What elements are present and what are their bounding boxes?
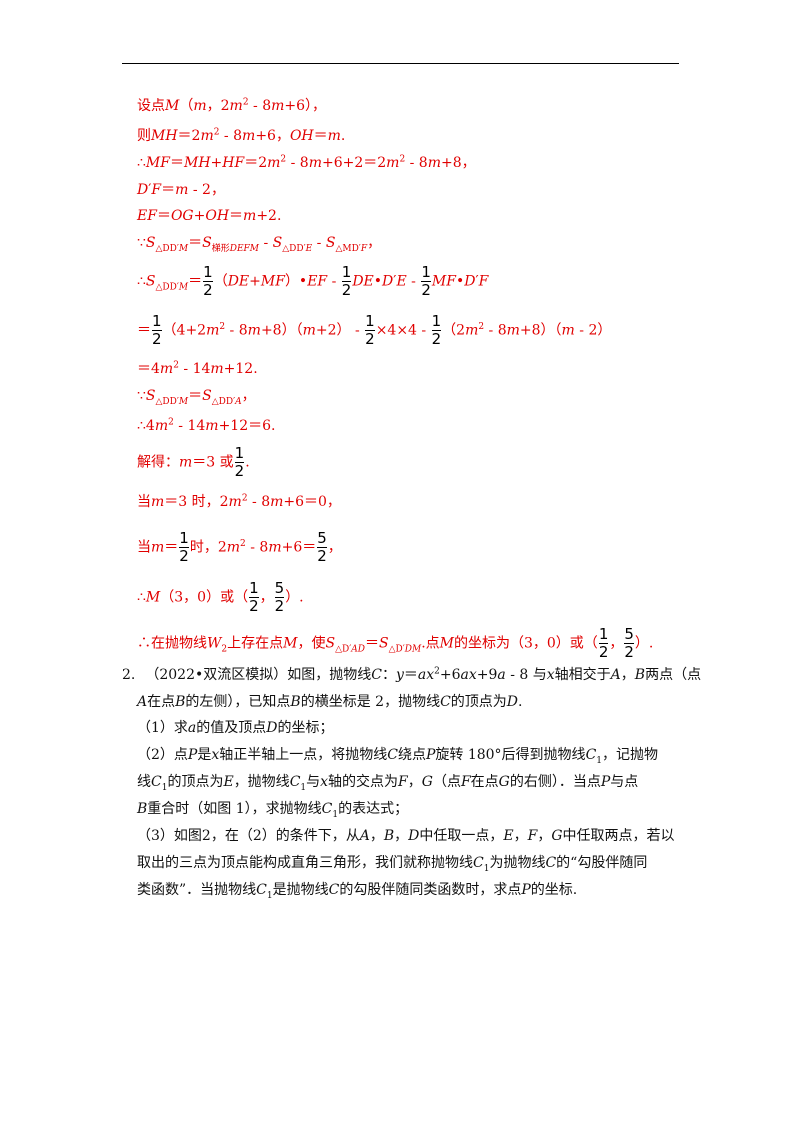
question-2-part-3-line-1: （3）如图2，在（2）的条件下，从A，B，D中任取一点，E，F，G中任取两点，若…: [137, 828, 675, 844]
solution-line-2: 则MH＝2m2 - 8m+6，OH＝m.: [137, 127, 346, 144]
question-2-part-2-line-2: 线C1的顶点为E，抛物线C1与x轴的交点为F，G（点F在点G的右侧）．当点P与点: [137, 774, 639, 793]
header-rule: [122, 63, 679, 64]
solution-line-4: D′F＝m - 2，: [137, 182, 225, 198]
question-2-line-1: 2.（2022•双流区模拟）如图，抛物线C：y＝ax2+6ax+9a - 8 与…: [122, 666, 702, 683]
question-2-part-3-line-2: 取出的三点为顶点能构成直角三角形，我们就称抛物线C1为抛物线C的“勾股伴随同: [137, 855, 648, 874]
question-2-part-2-line-3: B重合时（如图 1），求抛物线C1的表达式；: [137, 801, 409, 820]
question-2-line-2: A在点B的左侧），已知点B的横坐标是 2，抛物线C的顶点为D.: [137, 694, 523, 710]
solution-line-9: ＝4m2 - 14m+12.: [137, 360, 258, 377]
solution-line-3: ∴MF＝MH+HF＝2m2 - 8m+6+2＝2m2 - 8m+8，: [137, 154, 476, 171]
question-2-part-3-line-3: 类函数”．当抛物线C1是抛物线C的勾股伴随同类函数时，求点P的坐标.: [137, 882, 578, 901]
solution-line-5: EF＝OG+OH＝m+2.: [137, 208, 282, 224]
question-2-part-1: （1）求a的值及顶点D的坐标；: [137, 720, 334, 736]
solution-line-11: ∴4m2 - 14m+12＝6.: [137, 417, 276, 434]
question-2-part-2-line-1: （2）点P是x轴正半轴上一点，将抛物线C绕点P旋转 180°后得到抛物线C1，记…: [137, 747, 659, 766]
solution-line-10: ∵S△DD′M＝S△DD′A，: [137, 388, 256, 407]
solution-line-1: 设点M（m，2m2 - 8m+6），: [137, 97, 327, 114]
solution-conclusion: ∴在抛物线W2上存在点M，使S△D′AD＝S△D′DM.点M的坐标为（3，0）或…: [137, 625, 654, 661]
solution-line-6: ∵S△DD′M＝S梯形DEFM - S△DD′E - S△MD′F，: [137, 235, 382, 254]
solution-line-13: 当m＝3 时，2m2 - 8m+6＝0，: [137, 493, 341, 510]
